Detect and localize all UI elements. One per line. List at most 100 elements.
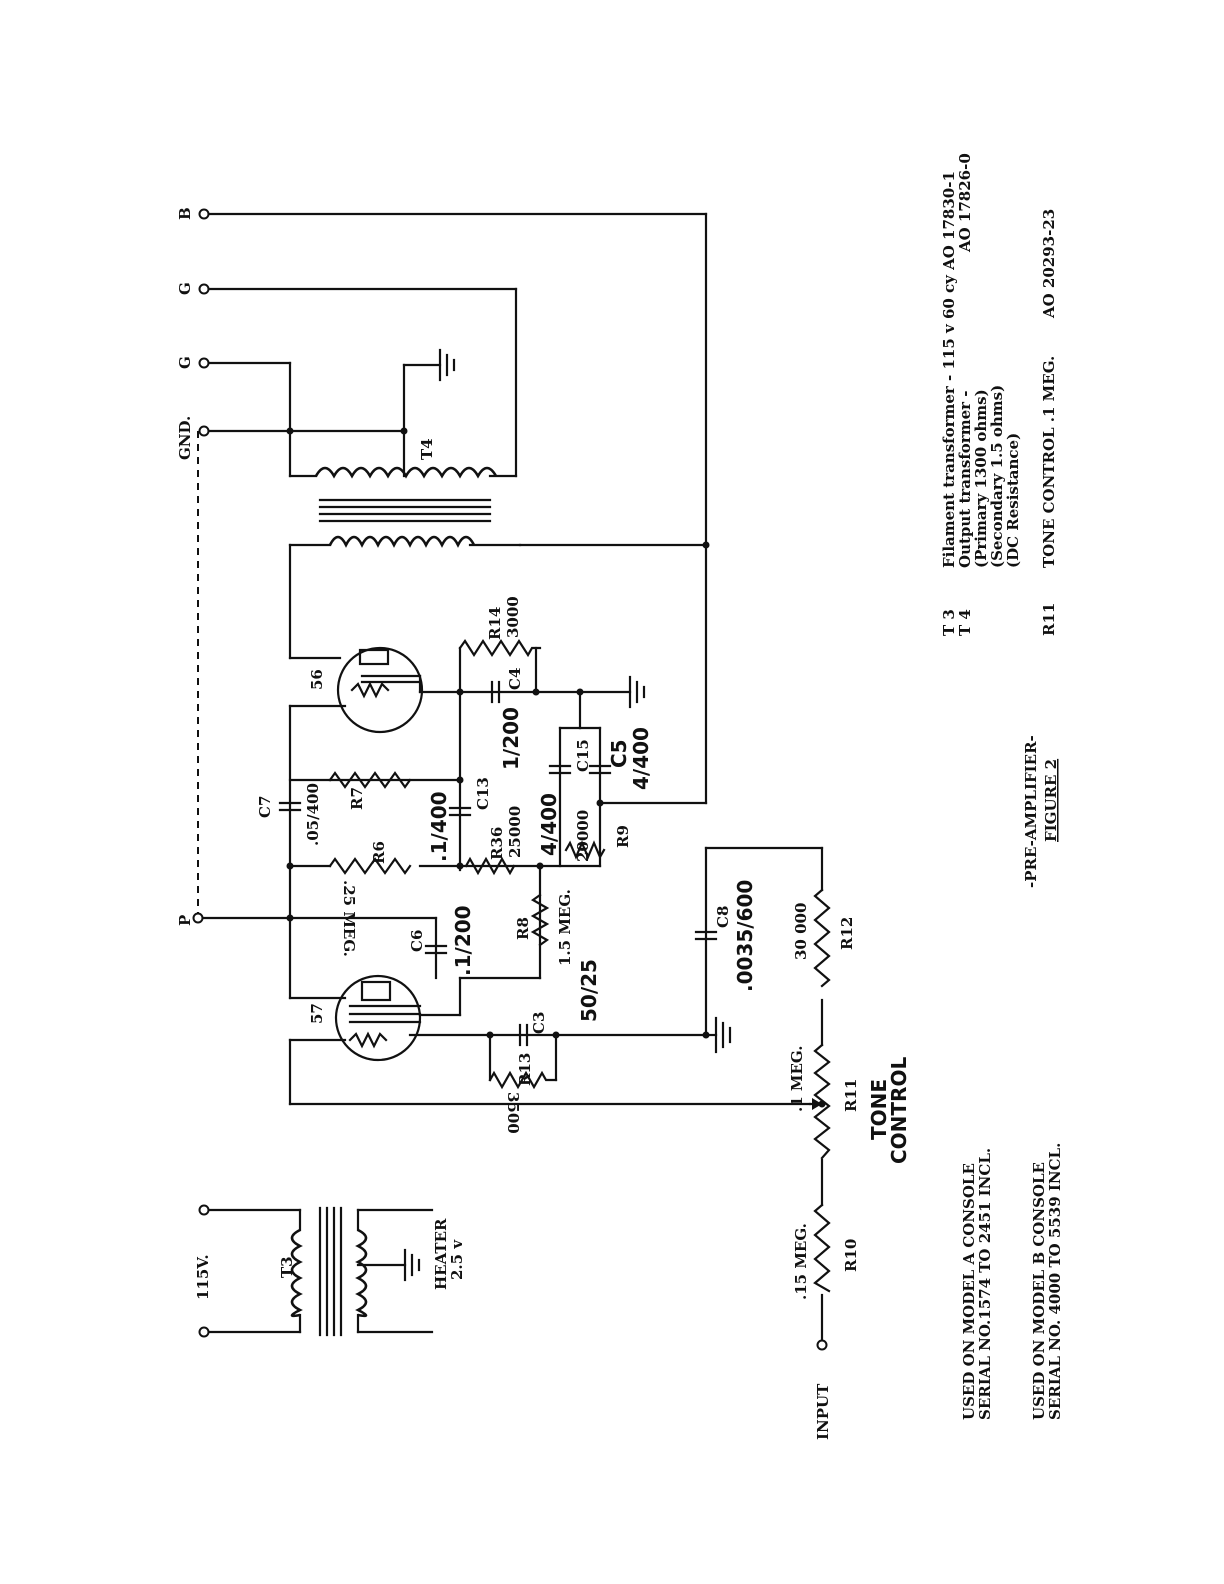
caption-title: -PRE-AMPLIFIER- [1022,735,1040,888]
component-labels: B G G GND. P 115V. INPUT T4 T3 HEATER 2.… [176,153,1064,1440]
r7-label: R7 [348,787,366,810]
c7-label: C7 [256,796,274,818]
terminal-g1 [198,283,210,295]
c4-label: C4 [506,668,524,690]
terminal-b [198,208,210,220]
wiring [197,212,824,1347]
terminal-gnd [198,425,210,437]
resistor-r11 [813,1043,831,1160]
parts-t3-desc: Filament transformer - 115 v 60 cy AO 17… [940,171,958,568]
r11-label: R11 [842,1079,860,1112]
parts-r11-ref: R11 [1040,603,1058,636]
terminal-p-label: P [176,915,194,926]
resistor-r10 [813,1203,831,1293]
caption-figure: FIGURE 2 [1042,759,1060,842]
c8-label: C8 [714,906,732,928]
ground-icon [438,348,456,382]
terminal-g2 [198,357,210,369]
heater-voltage: 2.5 v [448,1239,466,1280]
terminal-input-label: INPUT [814,1383,832,1440]
terminal-input [816,1339,828,1351]
ground-icon [704,1016,732,1054]
parts-t4-ref: T 4 [956,609,974,636]
terminal-b-label: B [176,207,194,220]
resistor-r12 [813,888,831,988]
c8-value: .0035/600 [733,880,757,992]
r12-value: 30 000 [792,903,810,960]
terminal-g2-label: G [176,356,194,369]
r13-label: R13 [516,1053,534,1086]
heater-label: HEATER [432,1218,450,1290]
r10-label: R10 [842,1239,860,1272]
terminal-115v-a [198,1204,210,1216]
r8-value: 1.5 MEG. [556,889,574,966]
resistor-r8 [530,893,550,947]
r9-label: R9 [614,825,632,848]
t3-transformer [290,1206,368,1337]
r36-value: 25000 [506,806,524,858]
parts-t4-code: AO 17826-0 [956,153,974,253]
parts-secondary: (Secondary 1.5 ohms) [988,385,1006,568]
capacitor-c3 [518,1023,529,1047]
terminal-gnd-label: GND. [176,416,194,460]
terminal-p [192,912,204,924]
c6-label: C6 [408,930,426,952]
c5-value: 4/400 [629,727,653,790]
terminal-g1-label: G [176,282,194,295]
tone-label: TONE [867,1079,891,1140]
capacitor-c15 [548,764,572,775]
resistors [328,638,831,1293]
tube-57-label: 57 [308,1003,326,1024]
parts-t3-ref: T 3 [940,609,958,636]
ground-icon [628,675,646,709]
r6-value: .25 MEG. [340,880,358,957]
r8-label: R8 [514,917,532,940]
r14-label: R14 [486,607,504,640]
resistor-r9 [564,840,606,860]
r36-label: R36 [488,827,506,860]
t3-label: T3 [278,1256,296,1278]
capacitor-c5 [588,764,612,775]
r6-label: R6 [370,841,388,864]
capacitors [278,680,718,1047]
resistor-r6 [328,857,412,875]
c15-value: 4/400 [537,793,561,856]
capacitor-c13 [448,806,472,817]
c6-value: .1/200 [451,905,475,976]
parts-r11-code: AO 20293-23 [1040,209,1058,319]
resistor-r14 [458,638,542,658]
c7-value: .05/400 [304,783,322,846]
r14-value: 3000 [504,596,522,638]
ground-symbols [403,348,732,1282]
resistor-r36 [464,856,516,876]
c3-value: 50/25 [577,959,601,1022]
t4-label: T4 [418,438,436,460]
tube-57 [334,974,422,1062]
capacitor-c8 [694,930,718,941]
ground-icon [403,1248,421,1282]
c15-label: C15 [574,739,592,772]
t4-transformer [314,466,498,548]
terminals [192,208,828,1351]
tube-56-label: 56 [308,669,326,690]
terminal-115v-b [198,1326,210,1338]
r12-label: R12 [838,917,856,950]
resistor-r13 [488,1070,558,1090]
c5-label: C5 [607,739,631,768]
c4-value: 1/200 [499,707,523,770]
r10-value: .15 MEG. [792,1223,810,1300]
resistor-r7 [328,771,412,789]
usage-a-line2: SERIAL NO.1574 TO 2451 INCL. [976,1148,994,1420]
usage-b-line2: SERIAL NO. 4000 TO 5539 INCL. [1046,1143,1064,1420]
parts-primary: (Primary 1300 ohms) [972,389,990,568]
c3-label: C3 [530,1012,548,1034]
c13-value: .1/400 [427,791,451,862]
r11-value: .1 MEG. [788,1046,806,1112]
capacitor-c7 [278,801,302,812]
capacitor-c4 [490,680,501,704]
capacitor-c6 [424,944,448,955]
parts-t4-desc: Output transformer - [956,391,974,568]
parts-r11-desc: TONE CONTROL .1 MEG. [1040,356,1058,568]
usage-a-line1: USED ON MODEL A CONSOLE [960,1163,978,1420]
